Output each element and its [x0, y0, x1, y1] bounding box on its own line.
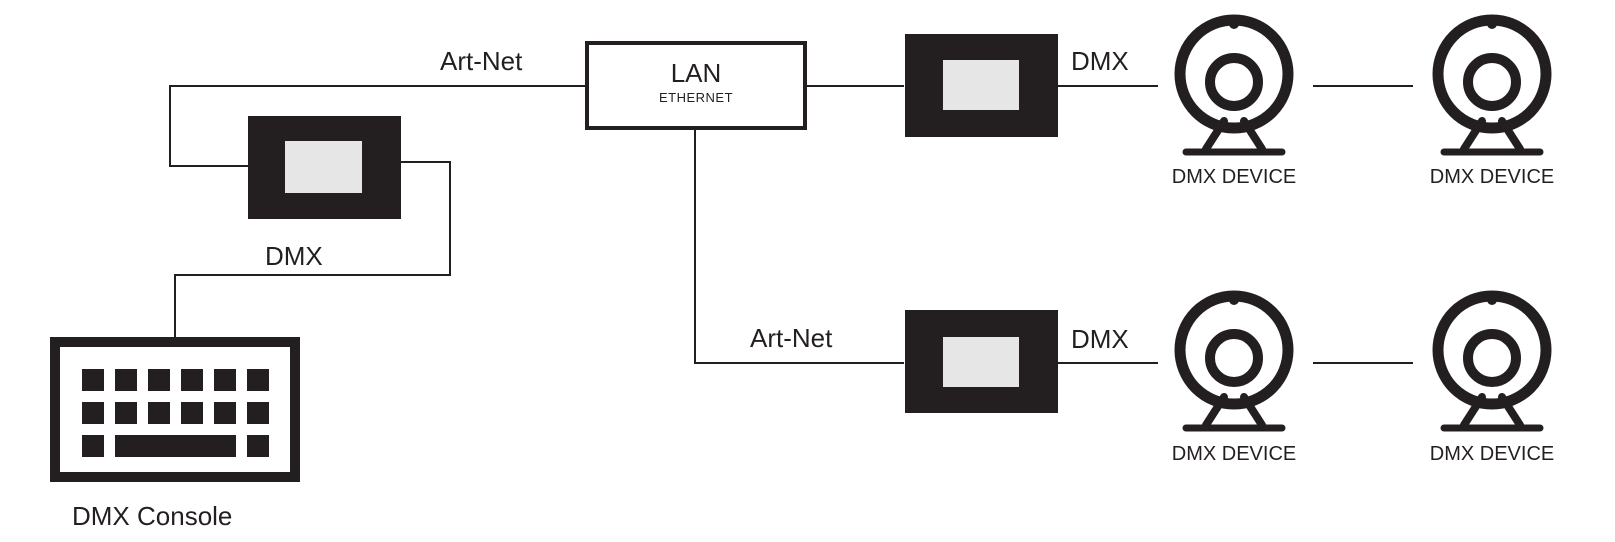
artnet-line-left-converter: [169, 85, 585, 167]
device-label-2: DMX DEVICE: [1429, 166, 1555, 188]
device-label-3: DMX DEVICE: [1171, 443, 1297, 465]
converter-screen: [943, 60, 1019, 110]
dmx-device-fixture-icon: [1180, 295, 1288, 428]
converter-screen: [285, 141, 362, 193]
lan-label: LAN: [670, 58, 722, 88]
converter-bottom: [905, 310, 1058, 413]
device-label-1: DMX DEVICE: [1171, 166, 1297, 188]
console-label: DMX Console: [72, 501, 233, 531]
converter-top: [905, 34, 1058, 137]
device-label-4: DMX DEVICE: [1429, 443, 1555, 465]
dmx-device-fixture-icon: [1438, 295, 1546, 428]
connection-lines: [169, 85, 1413, 364]
artnet-label-bottom: Art-Net: [750, 323, 833, 353]
dmx-line-console: [174, 161, 451, 337]
dmx-label-left: DMX: [265, 241, 323, 271]
artnet-label-top: Art-Net: [440, 46, 523, 76]
dmx-label-bottom-right: DMX: [1071, 324, 1129, 354]
ethernet-label: ETHERNET: [658, 90, 734, 105]
dmx-label-top-right: DMX: [1071, 46, 1129, 76]
dmx-console-keyboard-icon: [50, 337, 300, 482]
lan-box: [585, 41, 807, 130]
dmx-device-fixture-icon: [1438, 19, 1546, 152]
dmx-device-fixture-icon: [1180, 19, 1288, 152]
converter-left: [248, 116, 401, 219]
converter-screen: [943, 337, 1019, 387]
artnet-line-bottom: [694, 129, 904, 364]
